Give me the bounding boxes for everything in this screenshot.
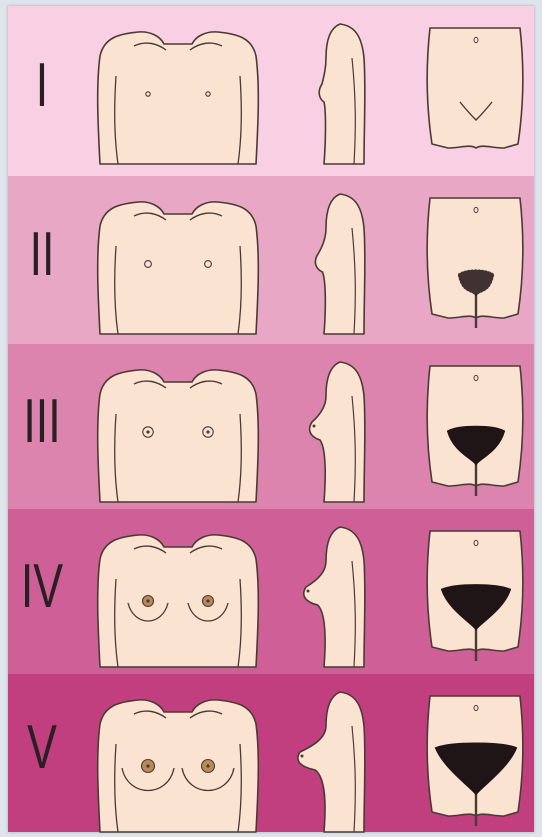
- stage-numeral: IV: [18, 556, 67, 618]
- pelvis-figure: [420, 24, 530, 164]
- front-torso-figure: [78, 684, 278, 834]
- side-profile-figure: [300, 18, 390, 166]
- side-nipple: [301, 755, 304, 758]
- side-body-outline: [315, 194, 364, 334]
- stage-row-iii: III: [8, 344, 534, 509]
- torso-outline: [98, 700, 259, 832]
- side-profile-figure: [300, 356, 390, 504]
- stage-row-ii: II: [8, 176, 534, 344]
- stage-row-iv: IV: [8, 509, 534, 674]
- front-torso-figure: [78, 354, 278, 504]
- side-nipple: [307, 590, 310, 593]
- stage-numeral: V: [18, 717, 67, 779]
- nipple-left: [146, 599, 149, 602]
- stage-numeral: III: [18, 391, 67, 453]
- side-body-outline: [310, 362, 365, 502]
- tanner-stage-chart: I II III IV V: [8, 6, 534, 832]
- torso-outline: [98, 32, 259, 164]
- pelvis-outline: [427, 28, 523, 148]
- side-profile-figure: [300, 686, 390, 834]
- stage-row-i: I: [8, 6, 534, 176]
- torso-outline: [98, 202, 259, 334]
- front-torso-figure: [78, 16, 278, 166]
- torso-outline: [98, 370, 259, 502]
- pelvis-figure: [420, 692, 530, 832]
- stage-row-v: V: [8, 674, 534, 832]
- pelvis-figure: [420, 194, 530, 334]
- nipple-right: [206, 764, 209, 767]
- stage-numeral: II: [18, 224, 67, 286]
- side-profile-figure: [300, 188, 390, 336]
- stage-numeral: I: [18, 55, 67, 117]
- nipple-left: [146, 764, 149, 767]
- torso-outline: [98, 535, 259, 667]
- nipple-right: [206, 599, 209, 602]
- side-body-outline: [304, 527, 365, 667]
- side-body-outline: [319, 24, 365, 164]
- side-profile-figure: [300, 521, 390, 669]
- side-nipple: [313, 425, 316, 428]
- pelvis-figure: [420, 527, 530, 667]
- pelvis-figure: [420, 362, 530, 502]
- front-torso-figure: [78, 519, 278, 669]
- nipple-right: [206, 430, 209, 433]
- nipple-left: [146, 430, 149, 433]
- front-torso-figure: [78, 186, 278, 336]
